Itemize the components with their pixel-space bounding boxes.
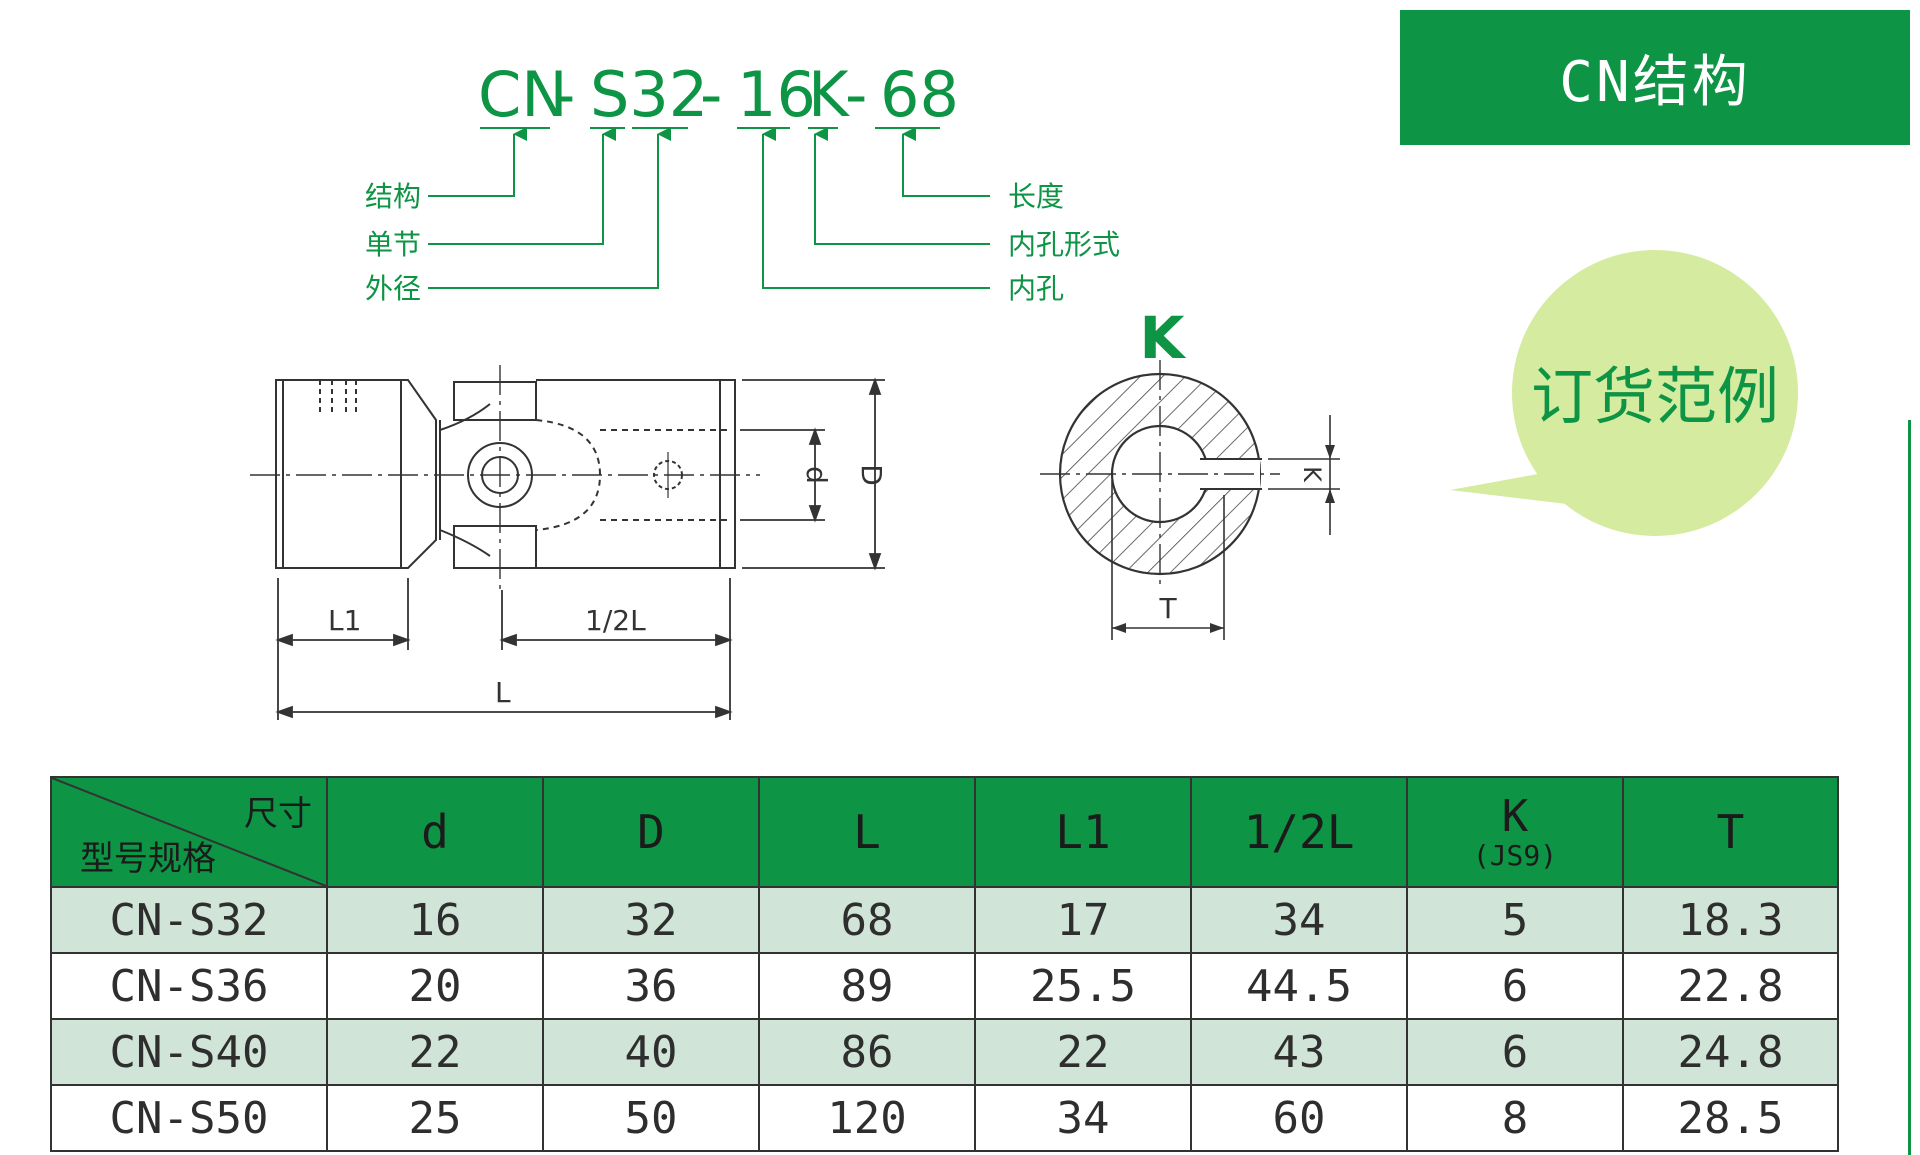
cell-l: 120 (758, 1084, 976, 1152)
cell-l: 68 (758, 886, 976, 954)
header-k-label: K (1501, 791, 1529, 842)
cell-model: CN-S32 (50, 886, 328, 954)
header-k-tolerance: (JS9) (1472, 839, 1558, 872)
order-example-title: 订货范例 (1531, 360, 1779, 433)
cell-half-l: 43 (1190, 1018, 1408, 1086)
cell-k: 5 (1406, 886, 1624, 954)
cell-d: 20 (326, 952, 544, 1020)
cell-k: 6 (1406, 952, 1624, 1020)
code-leaders (428, 127, 990, 289)
cell-outer-d: 40 (542, 1018, 760, 1086)
cell-half-l: 44.5 (1190, 952, 1408, 1020)
header-corner: 尺寸 型号规格 (50, 776, 328, 888)
cell-k: 6 (1406, 1018, 1624, 1086)
header-box: CN结构 (1400, 10, 1910, 145)
cell-half-l: 34 (1190, 886, 1408, 954)
dim-t: T (1158, 592, 1177, 625)
section-view (1040, 360, 1340, 640)
header-l1: L1 (974, 776, 1192, 888)
order-code: CN - S32 - 16 K - 68 (478, 58, 959, 131)
dim-d: d (800, 466, 833, 484)
cell-outer-d: 50 (542, 1084, 760, 1152)
green-divider-line (1908, 420, 1911, 1155)
cell-k: 8 (1406, 1084, 1624, 1152)
code-series: S32 (590, 58, 708, 131)
cell-model: CN-S36 (50, 952, 328, 1020)
table-header-row: 尺寸 型号规格 d D L L1 1/2L K (JS9) T (50, 776, 1839, 888)
cell-l: 86 (758, 1018, 976, 1086)
table-row: CN-S36 20 36 89 25.5 44.5 6 22.8 (50, 952, 1839, 1020)
header-t: T (1622, 776, 1839, 888)
side-view-dimensions (275, 377, 885, 720)
dim-l1: L1 (328, 604, 361, 637)
cell-l1: 25.5 (974, 952, 1192, 1020)
cell-l1: 34 (974, 1084, 1192, 1152)
header-k: K (JS9) (1406, 776, 1624, 888)
label-bore: 内孔 (1008, 272, 1064, 305)
code-dash-1: - (553, 58, 575, 131)
cell-l1: 17 (974, 886, 1192, 954)
joint-side-view (250, 365, 760, 590)
table-row: CN-S50 25 50 120 34 60 8 28.5 (50, 1084, 1839, 1152)
corner-model-label: 型号规格 (80, 839, 216, 879)
label-length: 长度 (1008, 180, 1064, 213)
code-labels: 结构 单节 外径 长度 内孔形式 内孔 (365, 180, 1120, 305)
label-structure: 结构 (365, 180, 421, 213)
section-title: K (1140, 304, 1187, 372)
code-structure: CN (478, 58, 568, 131)
side-view-labels: L1 1/2L L d D (328, 464, 888, 709)
dim-k: K (1298, 466, 1326, 483)
code-dash-2: - (700, 58, 722, 131)
cell-model: CN-S40 (50, 1018, 328, 1086)
cell-model: CN-S50 (50, 1084, 328, 1152)
code-length: 68 (880, 58, 959, 131)
label-single-joint: 单节 (365, 228, 421, 261)
cell-d: 25 (326, 1084, 544, 1152)
dim-l: L (495, 676, 511, 709)
dim-half-l: 1/2L (585, 604, 646, 637)
cell-half-l: 60 (1190, 1084, 1408, 1152)
cell-l: 89 (758, 952, 976, 1020)
cell-t: 18.3 (1622, 886, 1839, 954)
cell-d: 22 (326, 1018, 544, 1086)
table-row: CN-S32 16 32 68 17 34 5 18.3 (50, 886, 1839, 954)
technical-drawing: CN - S32 - 16 K - 68 结构 单节 外径 长度 内孔形式 内孔 (250, 58, 1798, 720)
cell-t: 28.5 (1622, 1084, 1839, 1152)
order-example-bubble (1450, 250, 1798, 536)
label-outer-diameter: 外径 (365, 272, 421, 305)
cell-d: 16 (326, 886, 544, 954)
header-title: CN结构 (1559, 50, 1751, 115)
header-d: d (326, 776, 544, 888)
code-bore-type: K (808, 58, 850, 131)
header-outer-d: D (542, 776, 760, 888)
label-bore-type: 内孔形式 (1008, 228, 1120, 261)
corner-dimension-label: 尺寸 (244, 794, 312, 834)
cell-outer-d: 36 (542, 952, 760, 1020)
dim-outer-d: D (855, 464, 888, 486)
spec-table: 尺寸 型号规格 d D L L1 1/2L K (JS9) T CN-S32 1… (50, 776, 1839, 1152)
header-half-l: 1/2L (1190, 776, 1408, 888)
cell-l1: 22 (974, 1018, 1192, 1086)
code-dash-3: - (845, 58, 867, 131)
header-k-tolerance-value: JS9 (1489, 839, 1541, 872)
header-l: L (758, 776, 976, 888)
code-bore: 16 (737, 58, 816, 131)
table-row: CN-S40 22 40 86 22 43 6 24.8 (50, 1018, 1839, 1086)
cell-t: 22.8 (1622, 952, 1839, 1020)
cell-outer-d: 32 (542, 886, 760, 954)
cell-t: 24.8 (1622, 1018, 1839, 1086)
